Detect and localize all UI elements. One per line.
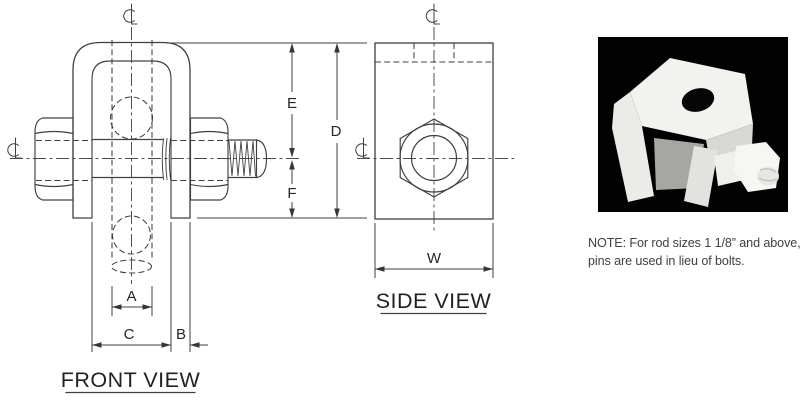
arrowhead [142,304,152,310]
photo-part-front-leg [684,146,718,207]
nut-chamfer-circle [399,123,469,193]
clevis-outer-profile [72,41,191,219]
arrowhead [161,342,171,348]
thread-runout-line [168,138,171,180]
product-photo [598,37,788,212]
arrowhead [289,208,295,218]
dim-label-w: W [427,250,442,267]
hex-head-facet-line [34,183,74,188]
arrowhead [190,342,200,348]
photo-part-rod-hole [681,88,715,112]
side-view-title: SIDE VIEW [376,289,492,313]
arrowhead [289,43,295,53]
side-body-outline [374,42,494,220]
note-line-2: pins are used in lieu of bolts. [588,254,745,268]
centerline-icon [7,137,22,159]
dim-label-f: F [287,185,296,202]
photo-part-left-leg [612,92,654,202]
hex-nut-facet-line [189,130,229,135]
photo-part-right-face [706,124,753,162]
hex-nut [189,117,229,201]
photo-part-thread-lines [758,168,778,182]
front-view: A C B E F D FRONT VIEW [7,3,367,394]
bolt-end-circle [410,134,458,182]
hex-nut-facet-line [189,183,229,188]
hidden-rod-end-ellipse [110,259,153,274]
dim-label-e: E [287,95,297,112]
hex-bolt-head [34,117,74,201]
hex-head-facet-line [34,130,74,135]
thread-runout-line [161,138,164,180]
centerline-icon [123,3,138,25]
centerline-icon [425,3,440,25]
arrowhead [289,160,295,170]
note-line-1: NOTE: For rod sizes 1 1/8” and above, [588,236,800,250]
arrowhead [375,266,385,272]
arrowhead [289,148,295,158]
dim-label-c: C [124,326,135,343]
note-block: NOTE: For rod sizes 1 1/8” and above, pi… [588,236,800,268]
hidden-hole-circle-lower [111,215,152,255]
front-view-title: FRONT VIEW [61,368,201,392]
stud-rounded-tip [255,139,268,179]
arrowhead [483,266,493,272]
arrowhead [334,208,340,218]
hex-nut-outline [399,118,469,198]
arrowhead [92,342,102,348]
centerline-icon [355,137,370,159]
dim-label-a: A [126,288,136,305]
hidden-hole-circle-upper [109,96,154,140]
side-view: W SIDE VIEW [355,3,514,315]
dim-label-d: D [331,123,342,140]
thread-runout-line [165,138,168,180]
clevis-inner-profile [91,60,172,219]
dim-label-b: B [176,326,186,343]
arrowhead [112,304,122,310]
arrowhead [334,43,340,53]
stud-thread-lines [228,140,256,177]
